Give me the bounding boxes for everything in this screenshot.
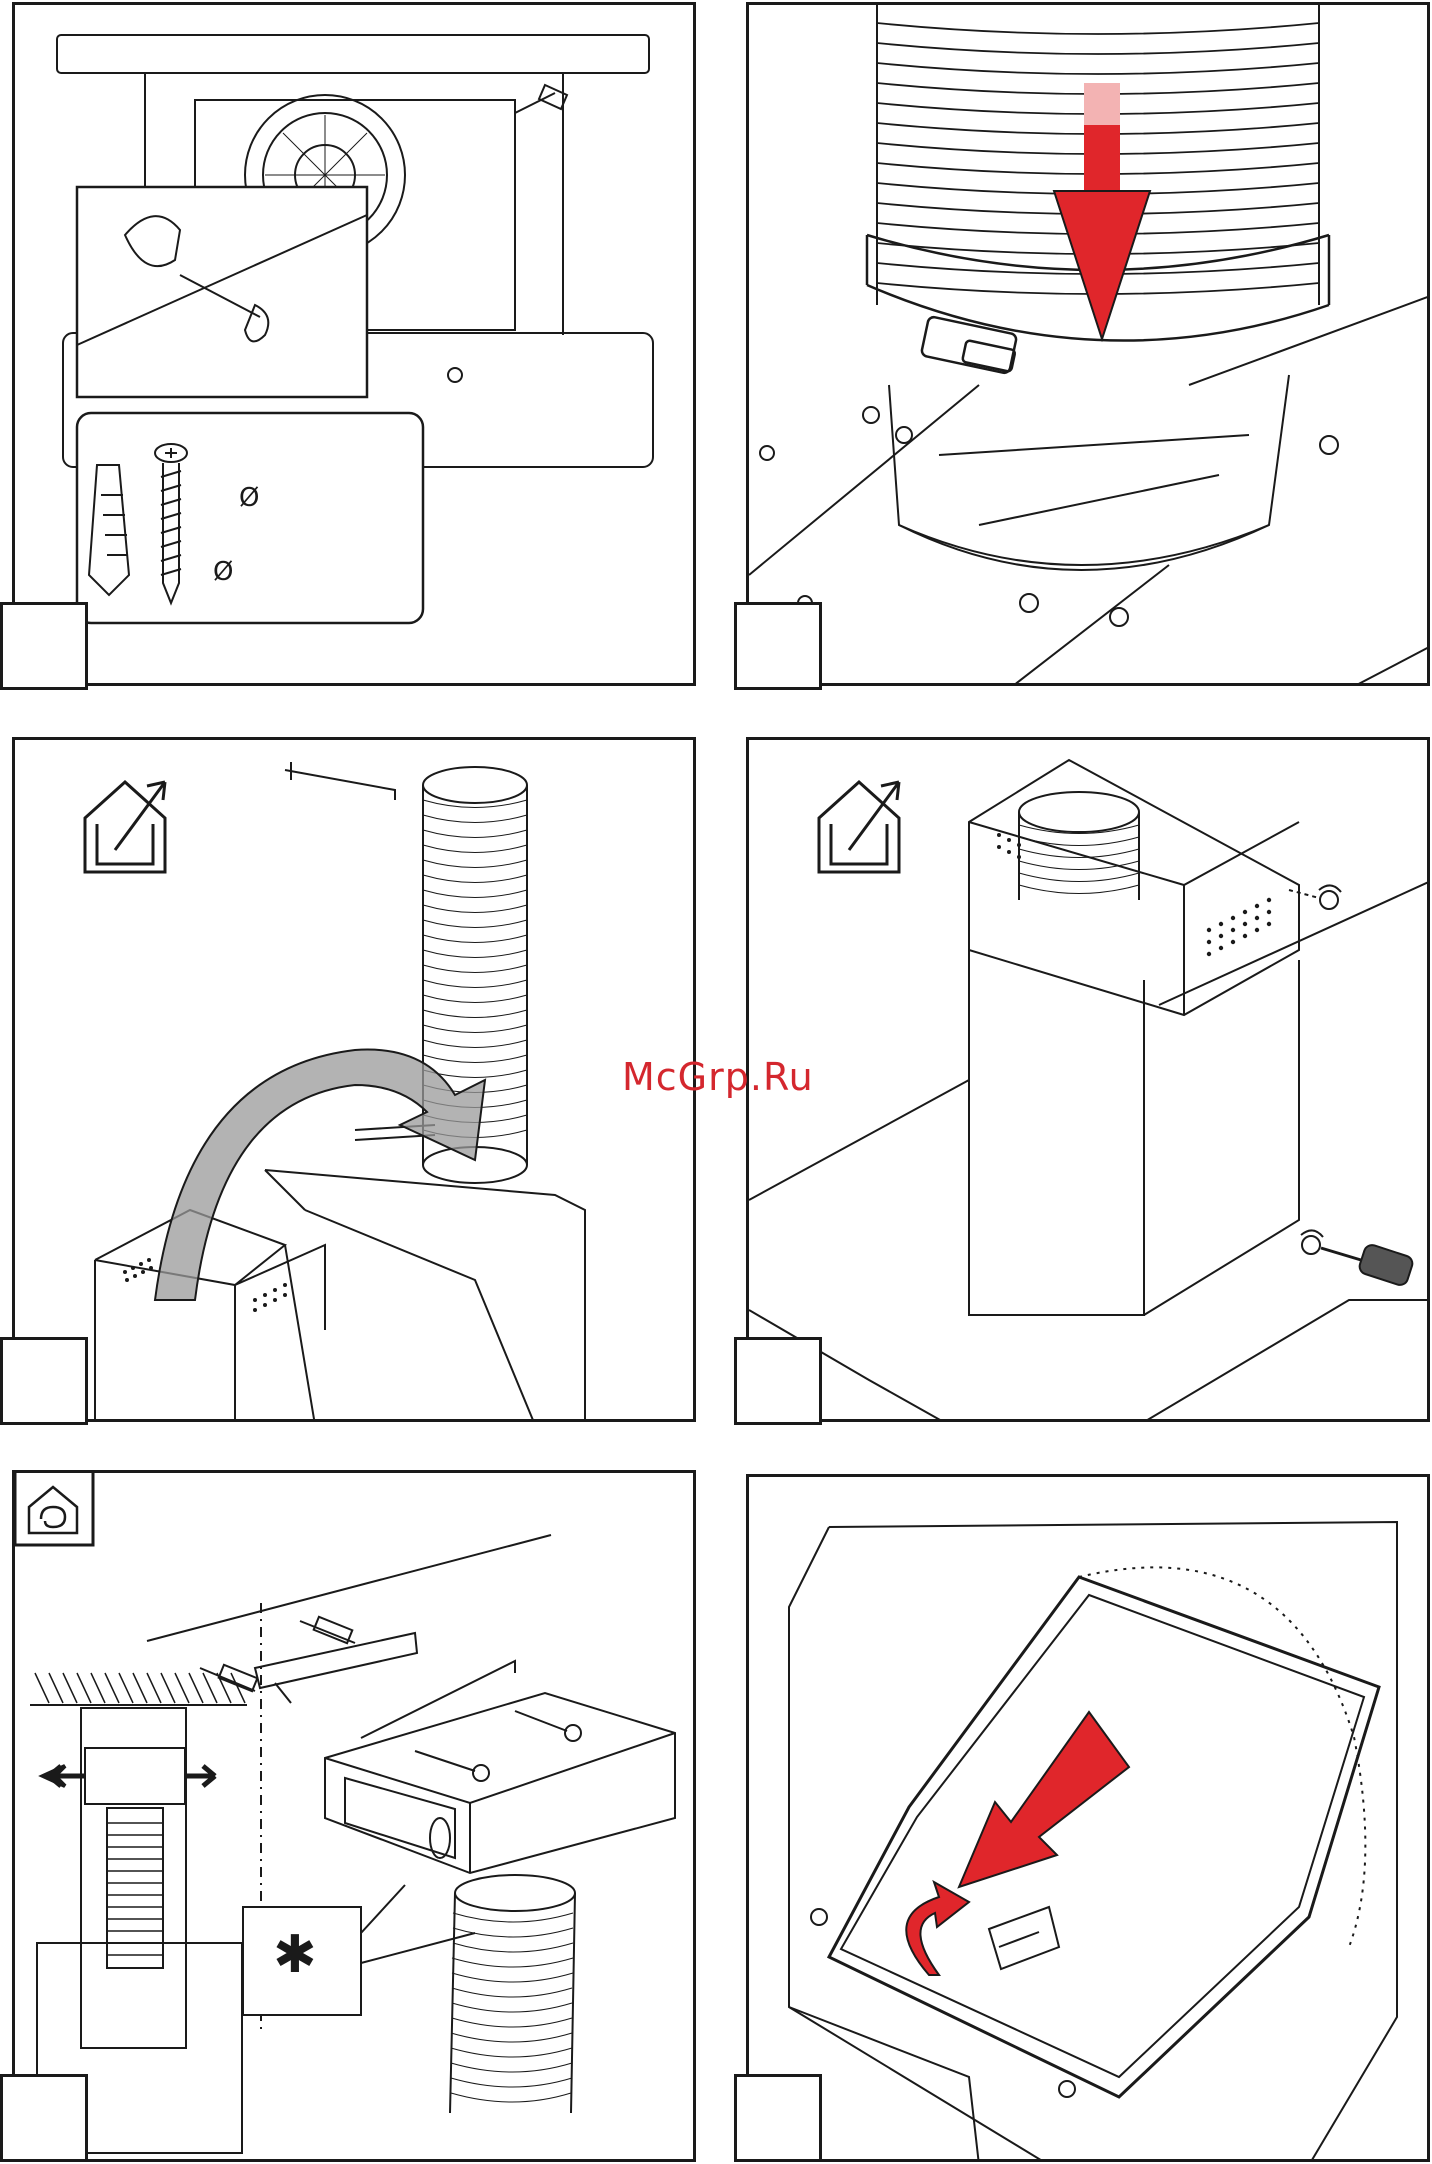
panel-chimney-screw-fixing <box>746 737 1430 1422</box>
ducted-mode-icon <box>85 782 165 872</box>
watermark-text: McGrp.Ru <box>622 1055 814 1099</box>
panel-2-illustration <box>749 5 1430 686</box>
panel-duct-clamp <box>746 2 1430 686</box>
rotate-arrow-icon <box>906 1882 969 1975</box>
panel-3-illustration <box>15 740 696 1422</box>
step-number-box-4 <box>734 1337 822 1425</box>
panel-6-illustration <box>749 1477 1430 2162</box>
step-number-box-1 <box>0 602 88 690</box>
recirculation-mode-icon <box>15 1473 93 1545</box>
step-number-box-5 <box>0 2074 88 2162</box>
down-arrow-icon <box>1054 83 1150 339</box>
diameter-label-1: Ø <box>239 483 259 513</box>
insert-arrow-icon <box>959 1712 1129 1887</box>
panel-1-illustration <box>15 5 696 686</box>
panel-4-illustration <box>749 740 1430 1422</box>
panel-chimney-over-duct <box>12 737 696 1422</box>
asterisk-icon: ✱ <box>273 1925 317 1985</box>
step-number-box-6 <box>734 2074 822 2162</box>
panel-5-illustration <box>15 1473 696 2162</box>
panel-filter-insertion <box>746 1474 1430 2162</box>
step-number-box-3 <box>0 1337 88 1425</box>
panel-recirculation-deflector: ✱ <box>12 1470 696 2162</box>
screwdriver-icon <box>1321 1243 1414 1287</box>
panel-screw-mounting: Ø Ø <box>12 2 696 686</box>
step-number-box-2 <box>734 602 822 690</box>
ducted-mode-icon <box>819 782 899 872</box>
diameter-label-2: Ø <box>213 557 233 587</box>
